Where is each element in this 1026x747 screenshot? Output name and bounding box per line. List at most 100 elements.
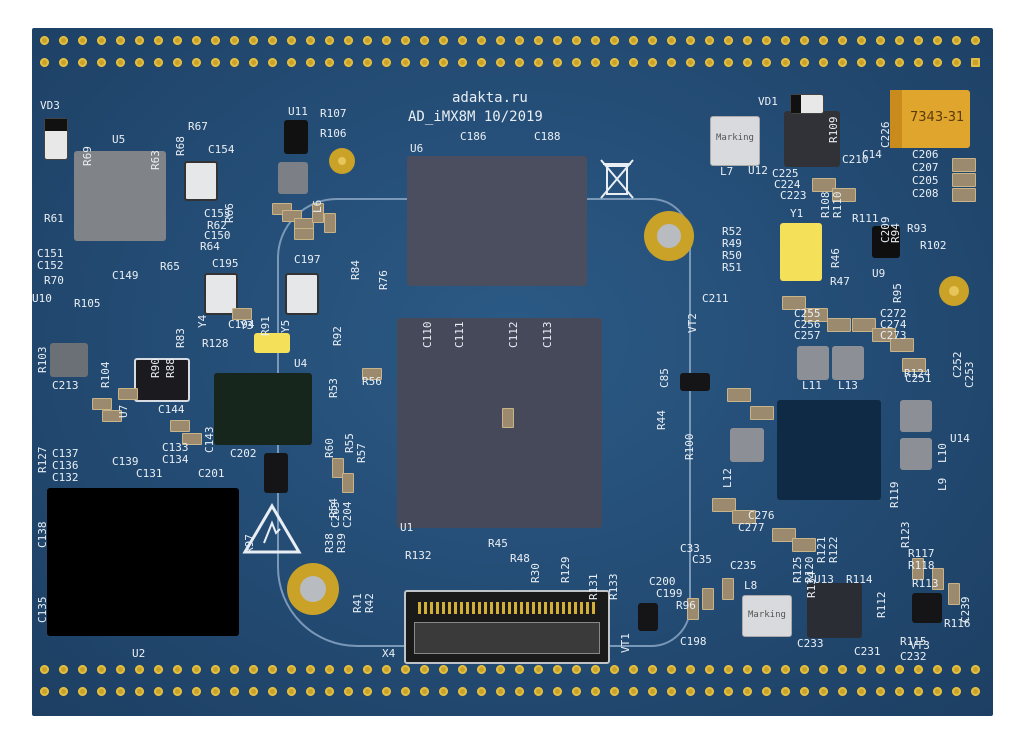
header-pad [306, 665, 315, 674]
fiducial [939, 276, 969, 306]
silk-label-r109: R109 [827, 116, 840, 144]
silk-label-r100: R100 [683, 433, 696, 461]
header-pad [838, 58, 847, 67]
header-pad [211, 58, 220, 67]
header-pad [895, 58, 904, 67]
header-pad [116, 58, 125, 67]
header-pad [268, 665, 277, 674]
silk-label-r42: R42 [363, 593, 376, 613]
silk-label-r30: R30 [529, 563, 542, 583]
passive-component [952, 173, 976, 187]
header-pad [952, 36, 961, 45]
passive-component [832, 188, 856, 202]
header-pad [857, 665, 866, 674]
header-pad [97, 665, 106, 674]
header-pad [838, 36, 847, 45]
header-pad [629, 36, 638, 45]
silk-label-r131: R131 [587, 573, 600, 601]
crystal-y5 [285, 273, 319, 315]
header-pad [382, 665, 391, 674]
header-pad [40, 665, 49, 674]
silk-label-y3: Y3 [240, 319, 254, 332]
header-pad [496, 36, 505, 45]
silk-label-c197: C197 [294, 253, 321, 266]
silk-label-r88: R88 [164, 358, 177, 378]
header-pad [78, 687, 87, 696]
silk-label-r92: R92 [331, 326, 344, 346]
header-pad [667, 687, 676, 696]
silk-label-c207: C207 [912, 161, 939, 174]
silk-label-y5: Y5 [279, 319, 292, 333]
header-pad [629, 58, 638, 67]
silk-label-c132: C132 [52, 471, 79, 484]
header-pad [800, 58, 809, 67]
silk-label-c186: C186 [460, 130, 487, 143]
passive-component [804, 308, 828, 322]
silk-label-u1: U1 [400, 521, 414, 534]
silk-label-c154: C154 [208, 143, 235, 156]
ic-u14-pmic [777, 400, 881, 500]
silk-label-c272: C272 [880, 307, 907, 320]
header-pad [762, 687, 771, 696]
silk-label-c256: C256 [794, 318, 821, 331]
header-pad [876, 665, 885, 674]
header-pad [572, 665, 581, 674]
header-pad [154, 665, 163, 674]
silk-label-r69: R69 [81, 146, 94, 166]
silk-label-r47: R47 [830, 275, 850, 288]
header-pad [781, 665, 790, 674]
board-brand: adakta.ru [452, 90, 528, 106]
silk-label-u6: U6 [410, 142, 424, 155]
passive-component [952, 158, 976, 172]
silk-label-r127: R127 [36, 446, 49, 474]
passive-component [948, 583, 960, 605]
silk-label-c200: C200 [649, 575, 676, 588]
silk-label-u9: U9 [872, 267, 886, 280]
ic-u12 [784, 111, 840, 167]
silk-label-r133: R133 [607, 573, 620, 601]
crystal-y3 [254, 333, 290, 353]
header-pad [458, 687, 467, 696]
header-pad [686, 665, 695, 674]
silk-label-c111: C111 [453, 321, 466, 349]
header-pad [116, 36, 125, 45]
header-pad [287, 58, 296, 67]
silk-label-c274: C274 [880, 318, 907, 331]
silk-label-c208: C208 [912, 187, 939, 200]
silk-label-u2: U2 [132, 647, 146, 660]
silk-label-r111: R111 [852, 212, 879, 225]
silk-label-x4: X4 [382, 647, 396, 660]
ic-u7 [134, 358, 190, 402]
label-marking-l7: Marking [716, 133, 754, 143]
header-pad [857, 36, 866, 45]
header-pad [401, 58, 410, 67]
silk-label-c137: C137 [52, 447, 79, 460]
silk-label-r115: R115 [900, 635, 927, 648]
header-pad [439, 58, 448, 67]
ic-u10 [50, 343, 88, 377]
silk-label-c253: C253 [963, 361, 976, 389]
silk-label-y1: Y1 [790, 207, 804, 220]
header-pad [648, 687, 657, 696]
silk-label-c134: C134 [162, 453, 189, 466]
header-pad [78, 665, 87, 674]
silk-label-c112: C112 [507, 321, 520, 349]
header-pad [971, 36, 980, 45]
header-pad [800, 687, 809, 696]
silk-label-c251: C251 [905, 372, 932, 385]
passive-component [732, 510, 756, 524]
silk-label-r64: R64 [200, 240, 220, 253]
header-pad [515, 687, 524, 696]
silk-label-u14: U14 [950, 432, 970, 445]
silk-label-r63: R63 [149, 150, 162, 170]
silk-label-r53: R53 [327, 378, 340, 398]
silk-label-c195: C195 [212, 257, 239, 270]
passive-component [687, 598, 699, 620]
silk-label-c14: C14 [862, 148, 882, 161]
header-pad [667, 665, 676, 674]
header-pad [154, 687, 163, 696]
header-pad [534, 36, 543, 45]
silk-label-c194: C194 [228, 318, 255, 331]
header-pad [458, 36, 467, 45]
silk-label-r83: R83 [174, 328, 187, 348]
